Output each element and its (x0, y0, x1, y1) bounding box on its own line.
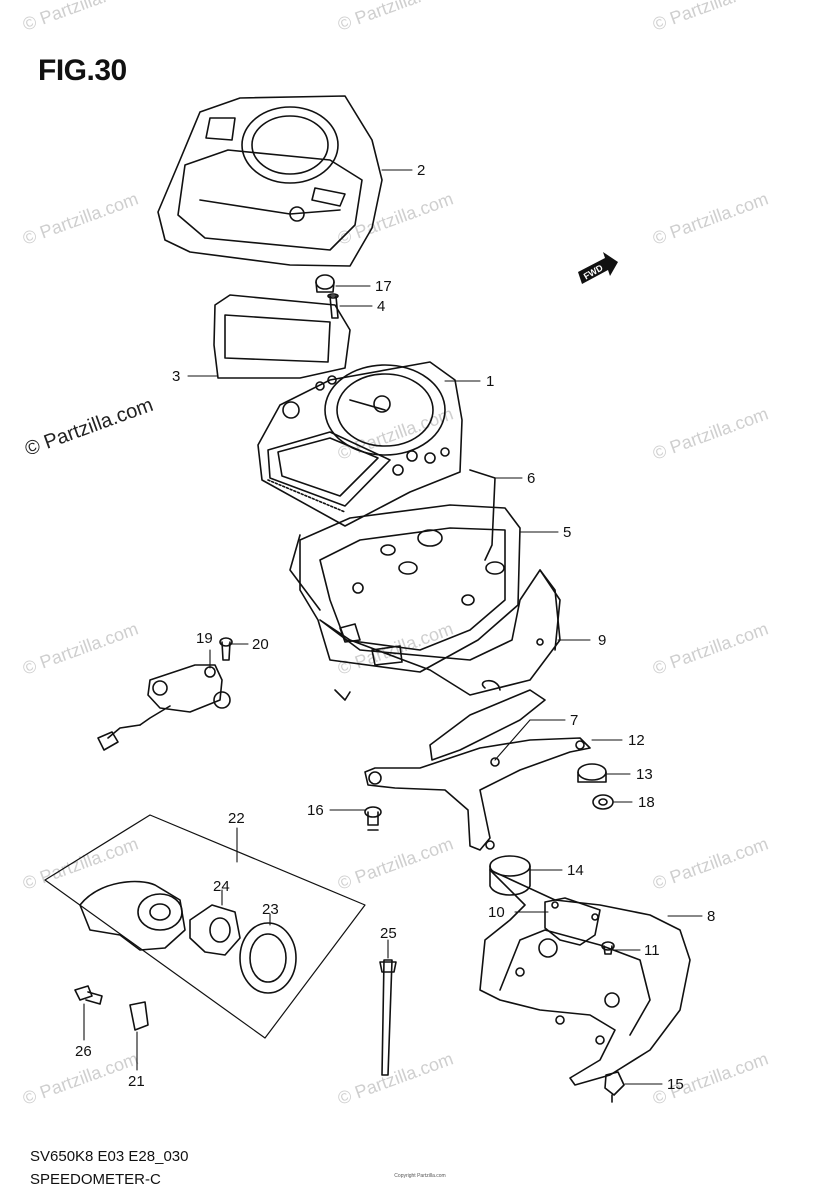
callout-3[interactable]: 3 (172, 368, 181, 385)
part-rear-cover (319, 569, 561, 696)
figure-name: SPEEDOMETER-C (30, 1171, 161, 1188)
part-clamp-15 (604, 1071, 625, 1103)
callout-12[interactable]: 12 (628, 732, 645, 749)
part-bearing-24 (189, 904, 241, 956)
figure-title: FIG.30 (38, 54, 127, 87)
callout-2[interactable]: 2 (417, 162, 426, 179)
part-seal-23 (239, 922, 297, 994)
callout-21[interactable]: 21 (128, 1073, 145, 1090)
callout-9[interactable]: 9 (598, 632, 607, 649)
part-lower-cover (479, 869, 691, 1086)
part-gasket-6 (289, 469, 496, 611)
callout-14[interactable]: 14 (567, 862, 584, 879)
callout-7[interactable]: 7 (570, 712, 579, 729)
part-bolt-26 (74, 985, 103, 1005)
part-screw-4 (327, 293, 339, 319)
callout-16[interactable]: 16 (307, 802, 324, 819)
callout-20[interactable]: 20 (252, 636, 269, 653)
callout-19[interactable]: 19 (196, 630, 213, 647)
callout-24[interactable]: 24 (213, 878, 230, 895)
callout-26[interactable]: 26 (75, 1043, 92, 1060)
callout-22[interactable]: 22 (228, 810, 245, 827)
part-bracket-10 (544, 897, 601, 946)
part-screw-11 (601, 941, 615, 955)
part-grommet-17 (315, 274, 335, 293)
copyright-note: Copyright Partzilla.com (394, 1173, 446, 1179)
callout-13[interactable]: 13 (636, 766, 653, 783)
forward-arrow-icon (578, 252, 618, 284)
part-washer-18 (592, 794, 614, 810)
leader-lines (83, 169, 703, 1085)
callout-11[interactable]: 11 (644, 942, 660, 959)
callout-5[interactable]: 5 (563, 524, 572, 541)
callout-10[interactable]: 10 (488, 904, 505, 921)
callout-1[interactable]: 1 (486, 373, 495, 390)
part-lower-case (299, 504, 521, 701)
part-tube (79, 880, 186, 951)
callout-6[interactable]: 6 (527, 470, 536, 487)
part-lens (213, 294, 351, 379)
callout-23[interactable]: 23 (262, 901, 279, 918)
part-bracket (364, 679, 591, 851)
part-meter-assembly (257, 361, 463, 527)
callout-25[interactable]: 25 (380, 925, 397, 942)
part-cushion-13 (577, 763, 607, 783)
figure-code: SV650K8 E03 E28_030 (30, 1148, 189, 1165)
part-sensor-19 (97, 664, 231, 751)
callout-17[interactable]: 17 (375, 278, 392, 295)
part-bolt-16 (364, 806, 382, 831)
callout-4[interactable]: 4 (377, 298, 386, 315)
part-clip-21 (129, 1001, 149, 1031)
part-kit-22 (44, 814, 366, 1039)
callout-18[interactable]: 18 (638, 794, 655, 811)
part-cable-tie-25 (379, 959, 397, 1076)
part-cushion-14 (489, 855, 531, 896)
callout-15[interactable]: 15 (667, 1076, 684, 1093)
part-meter-cover (157, 95, 383, 267)
part-bolt-20 (219, 637, 233, 661)
callout-8[interactable]: 8 (707, 908, 716, 925)
